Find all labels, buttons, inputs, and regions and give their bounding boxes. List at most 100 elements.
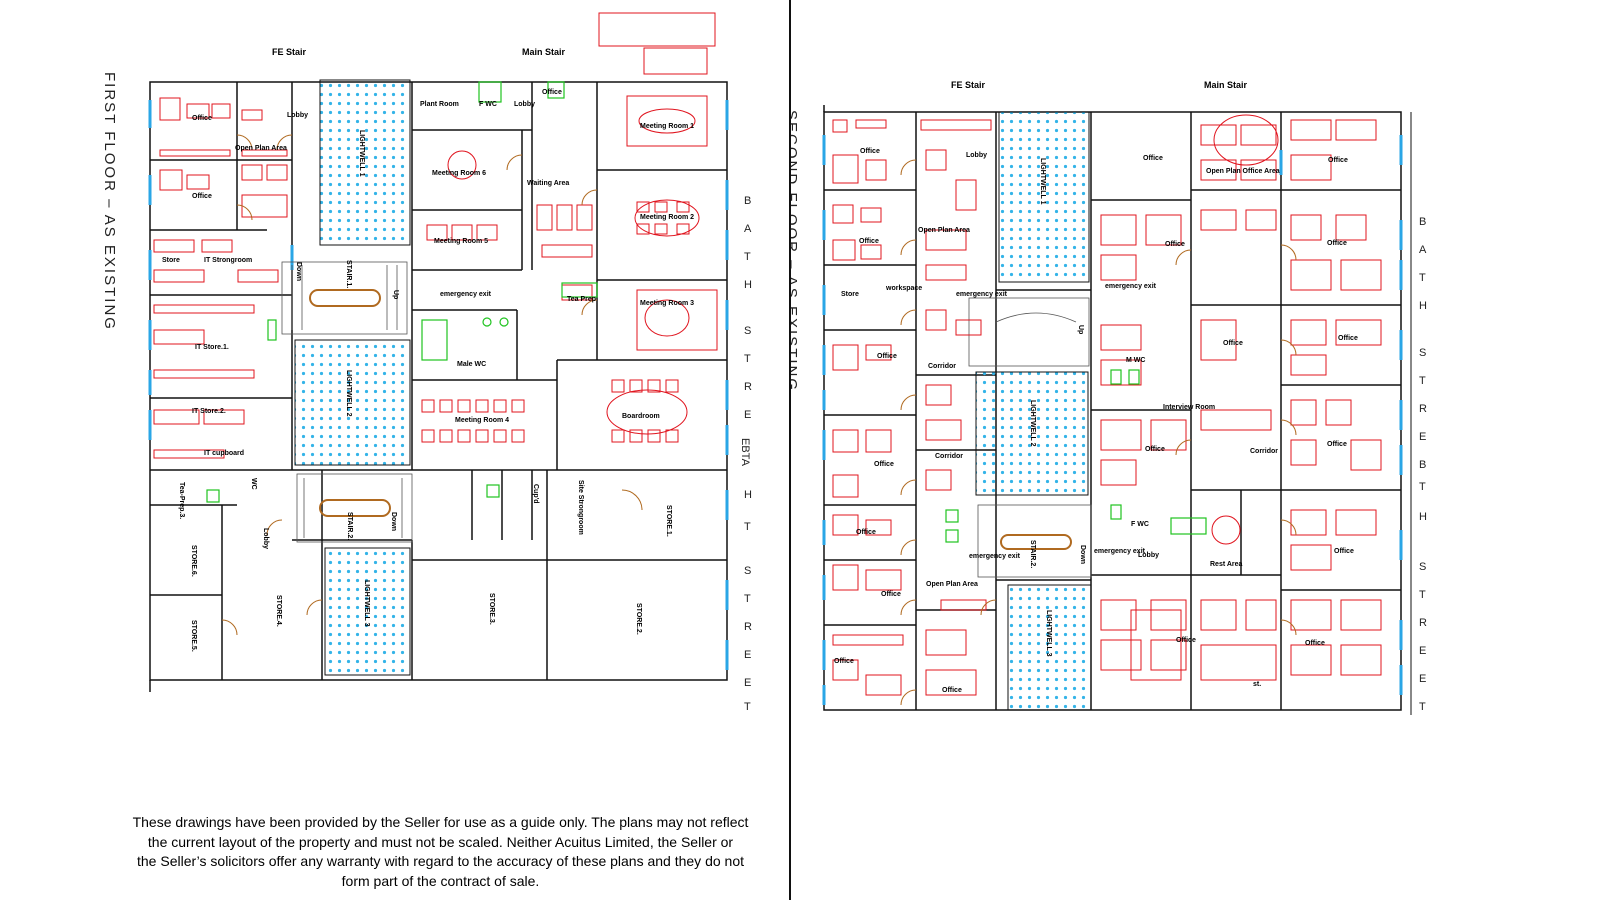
lightwell-1-label: LIGHTWELL 1 (358, 130, 365, 177)
ff-main-stair: Main Stair (522, 47, 566, 57)
svg-text:EBTA: EBTA (739, 438, 751, 467)
svg-text:S: S (1419, 347, 1426, 359)
sf-office-h: Office (877, 353, 897, 360)
sf-office-n: Office (1334, 548, 1354, 555)
sf-office-c: Office (1328, 157, 1348, 164)
ff-meeting-4: Meeting Room 4 (455, 417, 509, 424)
svg-text:T: T (744, 251, 751, 263)
ff-it-strongroom: IT Strongroom (204, 257, 252, 264)
svg-text:A: A (1419, 244, 1427, 256)
svg-text:H: H (1419, 511, 1427, 523)
ff-male-wc: Male WC (457, 361, 486, 368)
svg-text:T: T (744, 701, 751, 713)
ff-open-plan: Open Plan Area (235, 145, 287, 152)
sheet-divider (789, 0, 791, 900)
sf-open-plan-office: Open Plan Office Area (1206, 168, 1280, 175)
stair2-down-label: Down (390, 512, 397, 531)
svg-text:S: S (744, 325, 751, 337)
sf-corridor-3: Corridor (1250, 448, 1278, 455)
sf-corridor-1: Corridor (928, 363, 956, 370)
title-box-small (643, 47, 708, 75)
svg-text:T: T (1419, 272, 1426, 284)
sf-office-p: Office (834, 658, 854, 665)
sf-emergency-4: emergency exit (1094, 548, 1146, 555)
first-floor-walls (149, 81, 728, 692)
svg-text:E: E (744, 409, 751, 421)
sf-lightwell-1-label: LIGHTWELL 1 (1039, 158, 1046, 205)
second-floor-furniture (832, 114, 1382, 696)
first-floor-sanitary (206, 81, 598, 503)
svg-text:B: B (1419, 459, 1426, 471)
svg-text:T: T (1419, 481, 1426, 493)
sf-office-q: Office (1176, 637, 1196, 644)
sf-office-o: Office (881, 591, 901, 598)
sf-m-wc: M WC (1126, 357, 1145, 364)
title-box-outline (598, 12, 716, 47)
svg-text:T: T (1419, 701, 1426, 713)
ff-meeting-2: Meeting Room 2 (640, 214, 694, 221)
ff-fe-stair: FE Stair (272, 47, 307, 57)
second-floor-windows (822, 135, 1403, 705)
ff-it-store-2: IT Store.2. (192, 408, 226, 415)
ff-meeting-1: Meeting Room 1 (640, 123, 694, 130)
sf-st: st. (1253, 681, 1261, 688)
svg-text:E: E (744, 649, 751, 661)
ff-f-wc: F WC (479, 101, 497, 108)
ff-office-2: Office (192, 193, 212, 200)
sf-open-plan-2: Open Plan Area (926, 581, 978, 588)
ff-store-6: STORE.6. (190, 545, 197, 577)
svg-text:R: R (744, 381, 752, 393)
ff-wc: WC (250, 478, 257, 490)
svg-text:T: T (1419, 589, 1426, 601)
disclaimer-line-2: the current layout of the property and m… (147, 833, 734, 850)
svg-text:H: H (1419, 300, 1427, 312)
sf-office-a: Office (860, 148, 880, 155)
stair-2-label: STAIR.2. (346, 512, 353, 540)
sf-stair-2-label: STAIR.2. (1029, 540, 1036, 568)
sf-lightwell-1 (998, 111, 1090, 283)
sf-open-plan: Open Plan Area (918, 227, 970, 234)
ff-tea-prep: Tea Prep (567, 296, 596, 303)
second-floor-title: SECOND FLOOR – AS EXISTING (791, 110, 800, 392)
sf-lightwell-3-label: LIGHTWELL 3 (1045, 610, 1052, 657)
svg-text:R: R (1419, 403, 1427, 415)
ff-waiting: Waiting Area (527, 180, 569, 187)
svg-text:R: R (1419, 617, 1427, 629)
ff-lobby-1: Lobby (287, 112, 308, 119)
first-floor-sheet: FIRST FLOOR – AS EXISTING B A T H S T R … (92, 0, 789, 900)
disclaimer-line-1: These drawings have been provided by the… (132, 814, 749, 830)
disclaimer: These drawings have been provided by the… (92, 813, 789, 891)
ff-lobby-3: Lobby (262, 528, 269, 549)
left-margin (0, 0, 92, 900)
svg-text:T: T (744, 593, 751, 605)
sf-stair-2 (977, 504, 1092, 578)
ff-store-5: STORE.5. (190, 620, 197, 652)
sf-office-d: Office (1165, 241, 1185, 248)
sf-lobby: Lobby (966, 152, 987, 159)
svg-text:T: T (744, 521, 751, 533)
sf-office-m: Office (856, 529, 876, 536)
disclaimer-line-3: the Seller’s solicitors offer any warran… (137, 853, 744, 869)
ff-it-cupboard: IT cupboard (204, 450, 244, 457)
sf-lightwell-2 (975, 371, 1089, 496)
lightwell-2 (294, 339, 411, 466)
sf-lobby-2: Lobby (1138, 552, 1159, 559)
first-floor-doors (221, 134, 643, 636)
second-floor-sanitary (945, 369, 1207, 543)
stair-1-label: STAIR.1. (345, 260, 352, 288)
sf-emergency-1: emergency exit (956, 291, 1008, 298)
second-floor-walls (823, 105, 1402, 711)
lightwell-2-label: LIGHTWELL 2 (345, 370, 352, 417)
ff-boardroom: Boardroom (622, 413, 660, 420)
disclaimer-line-4: form part of the contract of sale. (341, 872, 540, 889)
sf-emergency-2: emergency exit (1105, 283, 1157, 290)
svg-text:H: H (744, 489, 752, 501)
first-floor-furniture (153, 95, 718, 459)
sf-rest-area: Rest Area (1210, 561, 1243, 568)
sf-interview: Interview Room (1163, 404, 1215, 411)
sf-office-l: Office (874, 461, 894, 468)
ff-store-4: STORE.4. (275, 595, 282, 627)
svg-text:B: B (744, 195, 751, 207)
svg-text:B: B (1419, 216, 1426, 228)
ff-meeting-6: Meeting Room 6 (432, 170, 486, 177)
